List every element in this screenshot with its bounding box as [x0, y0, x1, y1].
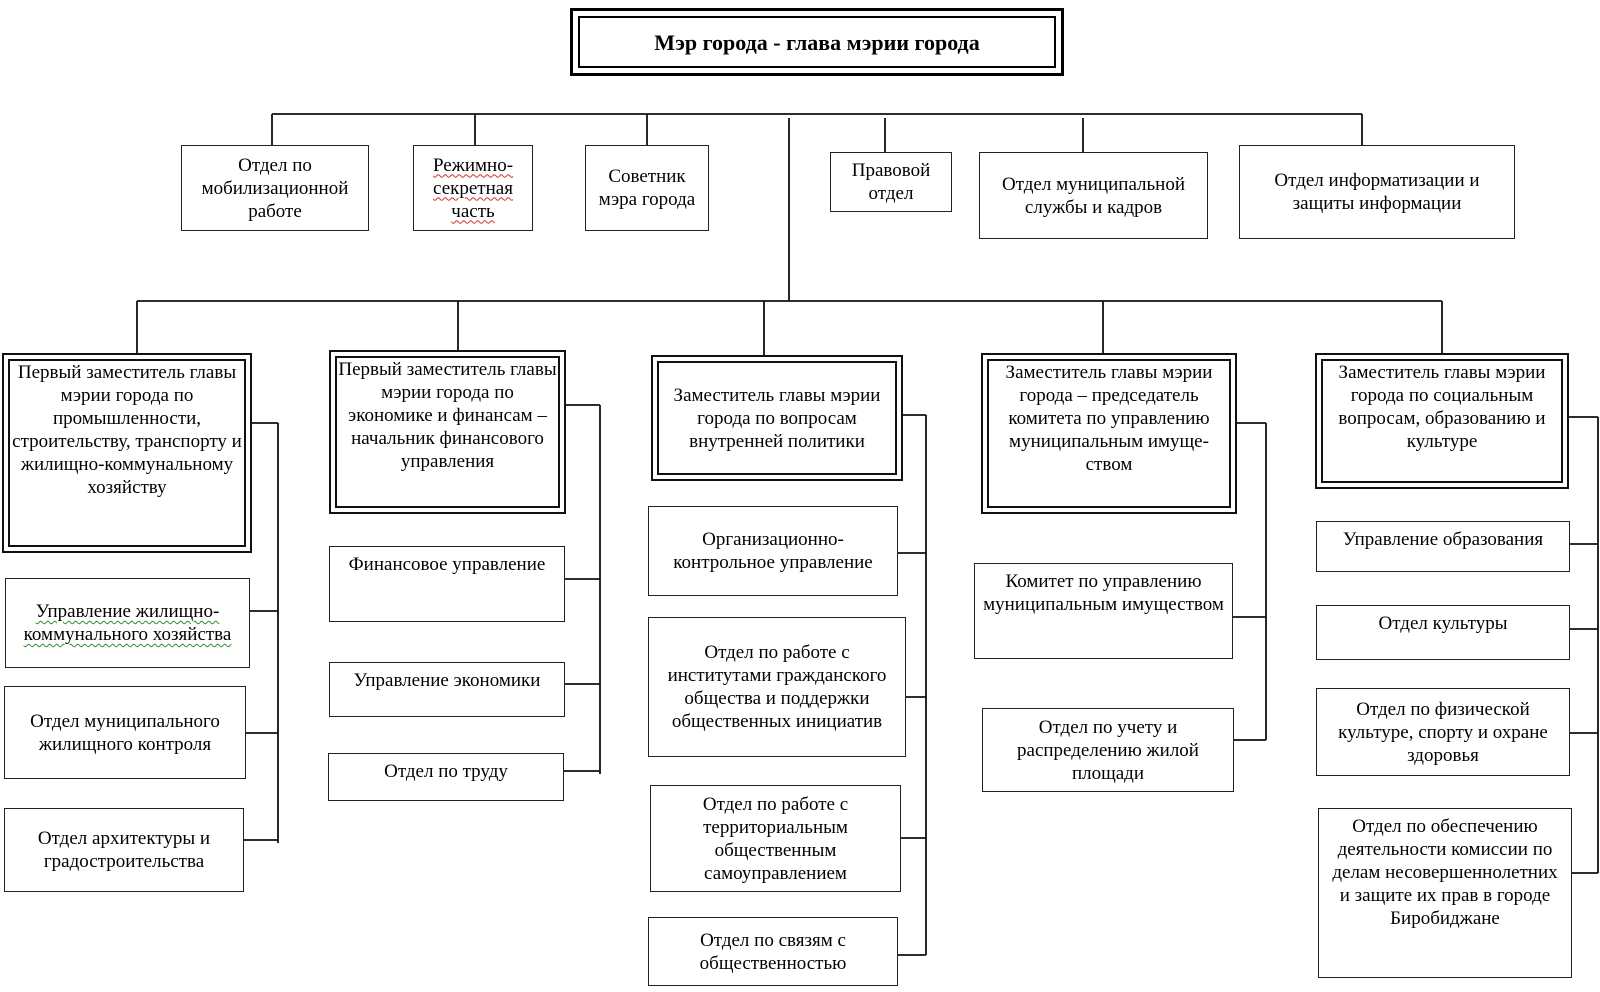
- deputy-internal-policy-label: Заместитель главы мэрии города по вопрос…: [673, 384, 881, 452]
- deputy-social: Заместитель главы мэрии города по социал…: [1315, 353, 1569, 489]
- mayor-title: Мэр города - глава мэрии города: [654, 29, 980, 55]
- unit-org-control: Организационно-контрольное управление: [648, 506, 898, 596]
- unit-housing-control: Отдел муниципального жилищного контроля: [4, 686, 246, 779]
- unit-labor: Отдел по труду: [328, 753, 564, 801]
- unit-secret-label: Режимно-секретная часть: [432, 154, 514, 222]
- unit-advisor: Советник мэра города: [585, 145, 709, 231]
- unit-legal: Правовой отдел: [830, 152, 952, 212]
- unit-property-committee-label: Комитет по управлению муниципальным имущ…: [983, 571, 1224, 615]
- deputy-property-label: Заместитель главы мэрии города – председ…: [1005, 362, 1213, 475]
- unit-juvenile-commission-label: Отдел по обеспечению деятельности комисс…: [1332, 816, 1558, 929]
- unit-architecture: Отдел архитектуры и градостроительства: [4, 808, 244, 892]
- unit-hr-label: Отдел муниципальной службы и кадров: [1001, 173, 1186, 218]
- unit-mobilization-label: Отдел по мобилизационной работе: [201, 154, 349, 222]
- deputy-internal-policy: Заместитель главы мэрии города по вопрос…: [651, 355, 903, 481]
- deputy-industry: Первый заместитель главы мэрии города по…: [2, 353, 252, 553]
- deputy-social-label: Заместитель главы мэрии города по социал…: [1338, 362, 1546, 452]
- unit-territorial-label: Отдел по работе с территориальным общест…: [702, 793, 849, 884]
- unit-civil-society: Отдел по работе с институтами гражданско…: [648, 617, 906, 757]
- unit-labor-label: Отдел по труду: [384, 761, 508, 782]
- unit-finance: Финансовое управление: [329, 546, 565, 622]
- deputy-industry-label: Первый заместитель главы мэрии города по…: [12, 362, 242, 498]
- unit-sport-health-label: Отдел по физической культуре, спорту и о…: [1338, 698, 1548, 766]
- unit-hr: Отдел муниципальной службы и кадров: [979, 152, 1208, 239]
- mayor-title-box: Мэр города - глава мэрии города: [570, 8, 1064, 76]
- unit-mobilization: Отдел по мобилизационной работе: [181, 145, 369, 231]
- unit-housing-utilities-label: Управление жилищно-коммунального хозяйст…: [23, 601, 232, 645]
- unit-public-relations-label: Отдел по связям с общественностью: [699, 929, 847, 974]
- unit-education: Управление образования: [1316, 521, 1570, 572]
- unit-advisor-label: Советник мэра города: [598, 166, 696, 210]
- unit-legal-label: Правовой отдел: [851, 160, 931, 204]
- unit-economy: Управление экономики: [329, 662, 565, 717]
- unit-secret: Режимно-секретная часть: [413, 145, 533, 231]
- deputy-economy: Первый заместитель главы мэрии города по…: [329, 350, 566, 514]
- unit-org-control-label: Организационно-контрольное управление: [673, 529, 873, 573]
- unit-civil-society-label: Отдел по работе с институтами гражданско…: [667, 642, 887, 732]
- unit-education-label: Управление образования: [1342, 529, 1544, 550]
- unit-juvenile-commission: Отдел по обеспечению деятельности комисс…: [1318, 808, 1572, 978]
- unit-housing-distribution: Отдел по учету и распределению жилой пло…: [982, 708, 1234, 792]
- unit-public-relations: Отдел по связям с общественностью: [648, 917, 898, 986]
- unit-informatization: Отдел информатизации и защиты информации: [1239, 145, 1515, 239]
- unit-housing-control-label: Отдел муниципального жилищного контроля: [30, 710, 220, 755]
- unit-architecture-label: Отдел архитектуры и градостроительства: [37, 828, 211, 872]
- unit-housing-distribution-label: Отдел по учету и распределению жилой пло…: [1017, 716, 1199, 784]
- unit-culture: Отдел культуры: [1316, 605, 1570, 660]
- unit-sport-health: Отдел по физической культуре, спорту и о…: [1316, 688, 1570, 776]
- unit-culture-label: Отдел культуры: [1378, 613, 1508, 634]
- unit-territorial: Отдел по работе с территориальным общест…: [650, 785, 901, 892]
- deputy-economy-label: Первый заместитель главы мэрии города по…: [338, 359, 557, 472]
- unit-informatization-label: Отдел информатизации и защиты информации: [1274, 170, 1480, 214]
- unit-property-committee: Комитет по управлению муниципальным имущ…: [974, 563, 1233, 659]
- deputy-property: Заместитель главы мэрии города – председ…: [981, 353, 1237, 514]
- unit-finance-label: Финансовое управление: [348, 554, 546, 575]
- unit-economy-label: Управление экономики: [353, 670, 541, 691]
- unit-housing-utilities: Управление жилищно-коммунального хозяйст…: [5, 578, 250, 668]
